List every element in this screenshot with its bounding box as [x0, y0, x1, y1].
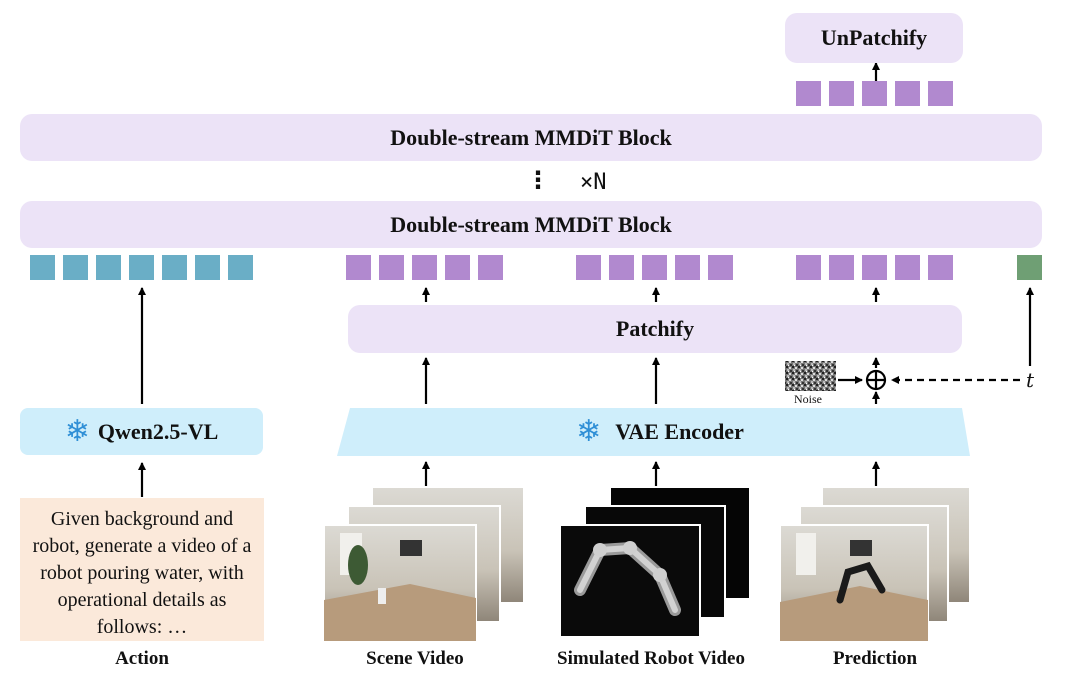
- noise-image: [785, 361, 836, 391]
- text-token: [162, 255, 187, 280]
- robot-token: [675, 255, 700, 280]
- timestep-label: t: [1026, 368, 1035, 392]
- text-token: [96, 255, 121, 280]
- scene-token: [445, 255, 470, 280]
- prediction-token: [829, 255, 854, 280]
- unpatchify-token: [829, 81, 854, 106]
- robot-token: [576, 255, 601, 280]
- prompt-text: Given background and robot, generate a v…: [20, 498, 264, 641]
- prediction-frames: [779, 486, 971, 642]
- mmdit-top-label: Double-stream MMDiT Block: [390, 124, 672, 150]
- unpatchify-label: UnPatchify: [820, 25, 928, 50]
- scene-token: [346, 255, 371, 280]
- qwen-label-box: ❄ Qwen2.5-VL: [20, 408, 263, 455]
- vae-label: VAE Encoder: [615, 418, 744, 444]
- mmdit-block-bottom: Double-stream MMDiT Block: [20, 201, 1042, 248]
- input-label-prediction: Prediction: [832, 648, 918, 669]
- input-label-simulated-robot-video: Simulated Robot Video: [557, 648, 745, 669]
- unpatchify-token: [928, 81, 953, 106]
- mmdit-bottom-label: Double-stream MMDiT Block: [390, 211, 672, 237]
- snowflake-icon: ❄: [576, 414, 602, 449]
- patchify-block: Patchify: [348, 305, 962, 353]
- scene-video-frames: [323, 486, 525, 642]
- repeat-count: ×N: [580, 170, 607, 195]
- vae-label-box: ❄ VAE Encoder: [500, 408, 820, 455]
- prediction-token: [862, 255, 887, 280]
- robot-token: [609, 255, 634, 280]
- token-groups: [30, 81, 1042, 280]
- qwen-box: [20, 408, 263, 455]
- prediction-token: [796, 255, 821, 280]
- vae-encoder-shape: [337, 408, 970, 456]
- simulated-robot-video-frames: [559, 486, 751, 638]
- prediction-token: [895, 255, 920, 280]
- robot-token: [708, 255, 733, 280]
- add-node-icon: [865, 369, 887, 391]
- text-token: [228, 255, 253, 280]
- text-token: [195, 255, 220, 280]
- arrows: [138, 62, 1034, 497]
- scene-token: [412, 255, 437, 280]
- prediction-token: [928, 255, 953, 280]
- patchify-label: Patchify: [615, 316, 695, 341]
- scene-token: [379, 255, 404, 280]
- unpatchify-token: [895, 81, 920, 106]
- mmdit-block-top: Double-stream MMDiT Block: [20, 114, 1042, 161]
- unpatchify-token: [862, 81, 887, 106]
- qwen-label: Qwen2.5-VL: [97, 418, 219, 444]
- text-token: [63, 255, 88, 280]
- robot-token: [642, 255, 667, 280]
- repeat-dots: ⋮: [526, 166, 550, 194]
- input-label-action: Action: [115, 648, 169, 669]
- input-label-scene-video: Scene Video: [366, 648, 464, 669]
- scene-token: [478, 255, 503, 280]
- text-token: [129, 255, 154, 280]
- noise-label: Noise: [794, 392, 822, 406]
- timestep-token: [1017, 255, 1042, 280]
- text-token: [30, 255, 55, 280]
- unpatchify-block: UnPatchify: [785, 13, 963, 63]
- unpatchify-token: [796, 81, 821, 106]
- snowflake-icon: ❄: [64, 414, 90, 449]
